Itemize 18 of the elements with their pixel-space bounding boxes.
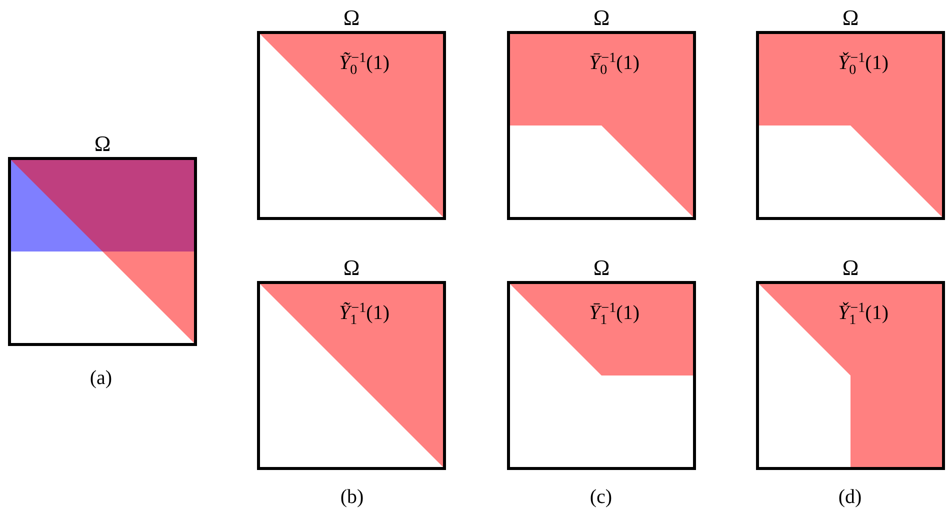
- set-symbol: Ω: [593, 255, 610, 281]
- shaded-region: [510, 284, 693, 376]
- region-label: Y̌$_{1}$$^{−1}$(1): [838, 300, 888, 328]
- region-label: Ȳ$_{1}$$^{−1}$(1): [589, 300, 640, 328]
- panel-caption: (d): [838, 485, 862, 509]
- region-label: Ȳ$_{0}$$^{−1}$(1): [589, 50, 640, 78]
- set-symbol: Ω: [94, 131, 111, 157]
- set-symbol: Ω: [842, 5, 859, 31]
- panel-caption: (c): [590, 485, 612, 509]
- region-label: Ỹ$_{0}$$^{−1}$(1): [339, 50, 390, 78]
- set-symbol: Ω: [343, 5, 360, 31]
- set-symbol: Ω: [343, 255, 360, 281]
- set-symbol: Ω: [593, 5, 610, 31]
- region-label: Ỹ$_{1}$$^{−1}$(1): [339, 300, 390, 328]
- region-label: Y̌$_{0}$$^{−1}$(1): [838, 50, 888, 78]
- set-symbol: Ω: [842, 255, 859, 281]
- panel-caption: (b): [340, 485, 364, 509]
- panel-caption: (a): [90, 366, 112, 390]
